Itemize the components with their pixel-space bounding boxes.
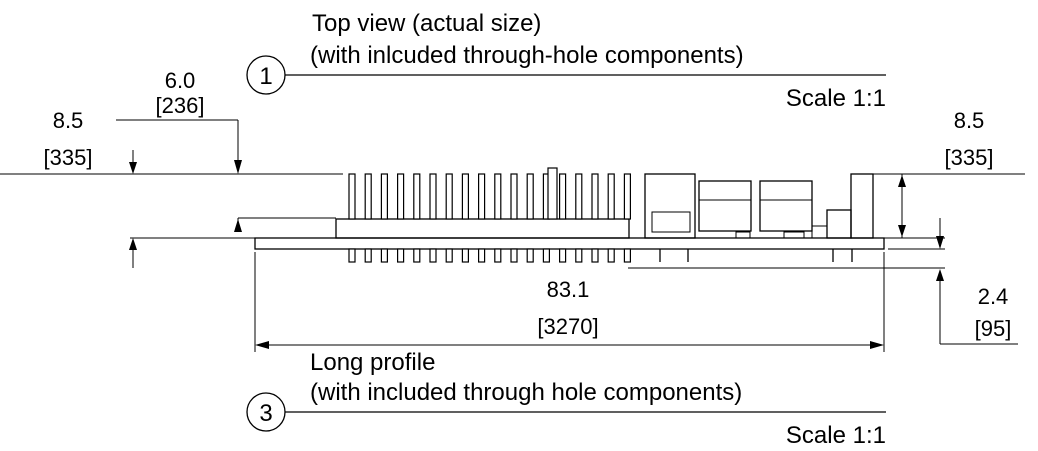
header-pin-bottom [413, 248, 421, 263]
header-pin-top [478, 173, 486, 220]
dimension-lines [0, 119, 1025, 352]
header-pin-top [591, 173, 599, 220]
dim-pin-height-mm: 6.0 [165, 68, 196, 93]
pin-header-body [335, 218, 630, 239]
header-pin-bottom [575, 248, 583, 263]
transformer-2 [759, 180, 813, 232]
header-pin-top [558, 173, 567, 220]
dim-right-height-mil: [335] [945, 145, 994, 170]
header-pin-top [607, 173, 615, 220]
header-pin-top [510, 173, 518, 220]
dimension-labels: 6.0 [236] 8.5 [335] 8.5 [335] 2.4 [95] 8… [44, 68, 1012, 341]
view-3-callout: 3 Long profile (with included through ho… [246, 349, 886, 449]
header-pin-top [575, 173, 583, 220]
header-pin-bottom [591, 248, 599, 263]
header-pin-top [526, 173, 534, 220]
header-pin-bottom [445, 248, 453, 263]
header-pin-bottom [542, 248, 551, 263]
header-pin-top [494, 173, 502, 220]
board-profile [254, 167, 885, 263]
dim-bottom-mm: 2.4 [978, 284, 1009, 309]
header-pin-top [429, 173, 437, 220]
view-1-scale: Scale 1:1 [786, 85, 886, 112]
header-pin-bottom [429, 248, 437, 263]
tall-part [850, 173, 874, 239]
dim-length-mil: [3270] [537, 314, 598, 339]
view-1-number: 1 [259, 63, 272, 90]
header-pin-top [364, 173, 372, 220]
view-3-scale: Scale 1:1 [786, 422, 886, 449]
header-pin-top [413, 173, 421, 220]
view-3-title: Long profile [310, 349, 435, 376]
view-1-title: Top view (actual size) [312, 10, 541, 37]
dim-left-height-mil: [335] [44, 145, 93, 170]
header-pin-bottom [510, 248, 518, 263]
pcb [254, 237, 885, 250]
header-pin-bottom [380, 248, 388, 263]
view-3-number: 3 [259, 400, 272, 427]
view-3-subtitle: (with included through hole components) [310, 379, 742, 406]
header-pin-top [623, 173, 632, 220]
header-pin-bottom [397, 248, 405, 263]
connector [644, 173, 696, 239]
header-pins [348, 167, 632, 263]
header-pin-top [461, 173, 469, 220]
dim-pin-height-mil: [236] [156, 93, 205, 118]
transformer-1 [698, 180, 752, 232]
header-pin-bottom [558, 248, 567, 263]
header-pin-bottom [526, 248, 534, 263]
header-pin-bottom [478, 248, 486, 263]
header-pin-top [380, 173, 388, 220]
header-pin-bottom [348, 248, 356, 263]
header-pin-top [397, 173, 405, 220]
header-pin-bottom [623, 248, 632, 263]
dim-bottom-mil: [95] [975, 316, 1012, 341]
header-pin-bottom [364, 248, 372, 263]
view-1-subtitle: (with inlcuded through-hole components) [310, 42, 744, 69]
small-part [826, 209, 852, 239]
dim-left-height-mm: 8.5 [53, 108, 84, 133]
header-pin-bottom [607, 248, 615, 263]
dim-length-mm: 83.1 [547, 277, 590, 302]
view-1-callout: 1 Top view (actual size) (with inlcuded … [246, 10, 886, 112]
header-pin-bottom [461, 248, 469, 263]
key-pin [547, 167, 558, 220]
header-pin-bottom [494, 248, 502, 263]
header-pin-top [348, 173, 356, 220]
header-pin-top [445, 173, 453, 220]
dim-right-height-mm: 8.5 [954, 108, 985, 133]
